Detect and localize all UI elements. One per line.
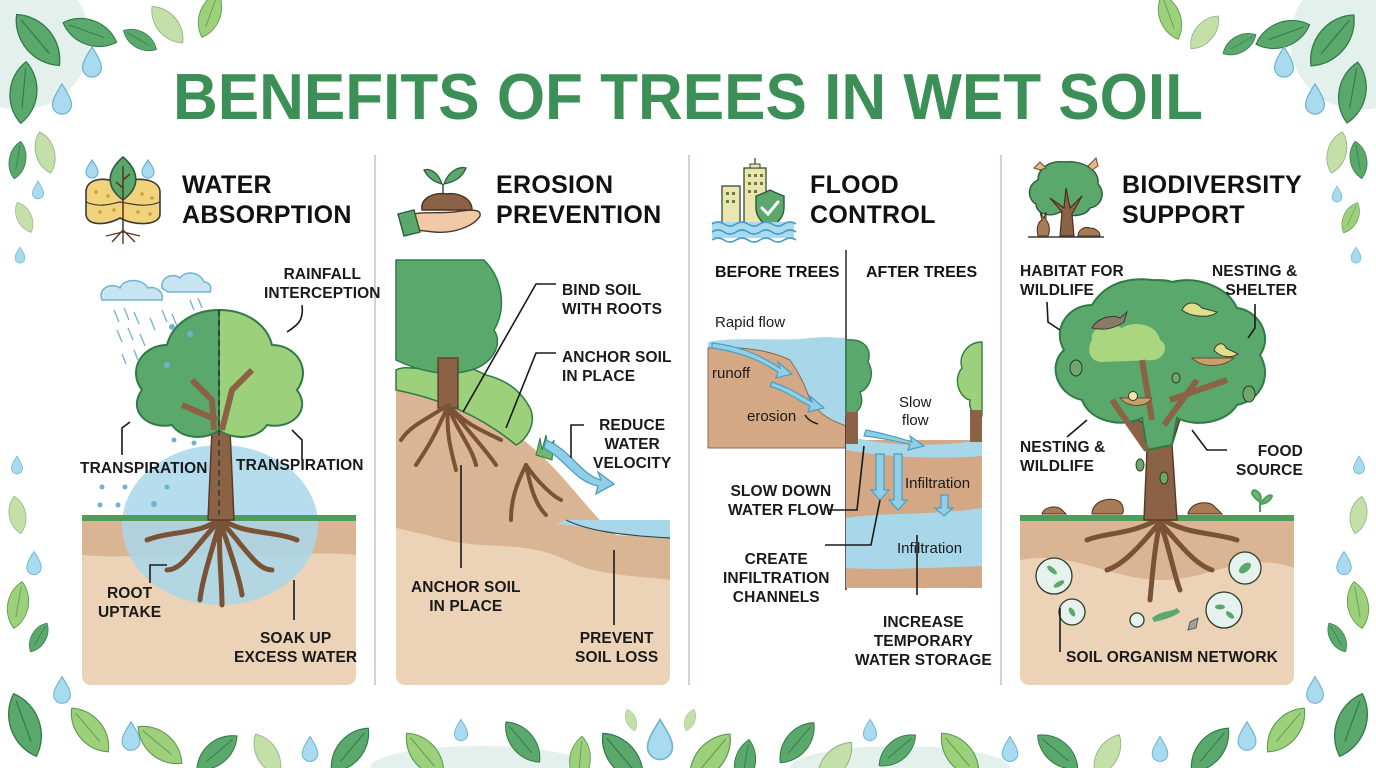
- note-infiltration-lower: Infiltration: [897, 540, 963, 557]
- biodiversity-support-illustration: [1020, 278, 1294, 685]
- panel-biodiversity-support: BIODIVERSITY SUPPORT: [1012, 150, 1312, 695]
- note-infiltration-upper: Infiltration: [905, 475, 971, 492]
- page-title: BENEFITS OF TREES IN WET SOIL: [173, 61, 1203, 134]
- label-transpiration-left: TRANSPIRATION: [80, 460, 208, 477]
- tree-animals-icon: [1028, 157, 1104, 238]
- water-absorption-illustration: [82, 272, 356, 685]
- panel-header: BIODIVERSITY SUPPORT: [1012, 150, 1312, 250]
- label-nesting-shelter: NESTING &SHELTER: [1212, 263, 1298, 299]
- flood-control-illustration: [707, 250, 983, 595]
- label-nesting-wildlife: NESTING &WILDLIFE: [1020, 439, 1106, 475]
- panel-header: EROSION PREVENTION: [386, 150, 686, 250]
- panel-title: FLOOD CONTROL: [810, 171, 936, 229]
- divider: [374, 155, 376, 685]
- panel-flood-control: FLOOD CONTROL BEFORE TREES AF: [700, 150, 1000, 695]
- panel-title: EROSION PREVENTION: [496, 171, 662, 229]
- note-runoff: runoff: [712, 365, 751, 382]
- note-erosion: erosion: [747, 408, 797, 425]
- panel-header: WATER ABSORPTION: [72, 150, 372, 250]
- label-transpiration-right: TRANSPIRATION: [236, 457, 364, 474]
- panel-water-absorption: WATER ABSORPTION: [72, 150, 381, 695]
- panel-title: BIODIVERSITY SUPPORT: [1122, 171, 1303, 229]
- label-soil-organism-network: SOIL ORGANISM NETWORK: [1066, 649, 1278, 666]
- subhead-after-trees: AFTER TREES: [866, 264, 978, 281]
- divider: [1000, 155, 1002, 685]
- hand-soil-sprout-icon: [397, 166, 481, 237]
- panel-header: FLOOD CONTROL: [700, 150, 1000, 250]
- panel-title: WATER ABSORPTION: [182, 171, 352, 229]
- erosion-prevention-illustration: [395, 259, 671, 685]
- divider: [688, 155, 690, 685]
- panel-erosion-prevention: EROSION PREVENTION BIND SOIL: [386, 150, 686, 695]
- sponge-sprout-icon: [85, 155, 161, 244]
- city-shield-flood-icon: [711, 158, 797, 243]
- note-rapid-flow: Rapid flow: [715, 314, 786, 331]
- subhead-before-trees: BEFORE TREES: [715, 264, 840, 281]
